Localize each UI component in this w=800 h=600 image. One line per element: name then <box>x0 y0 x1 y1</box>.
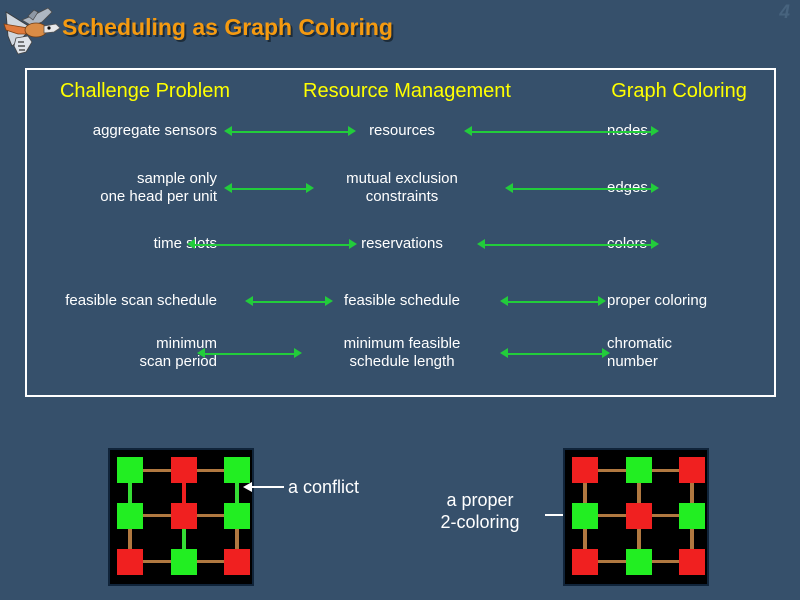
graph-edge <box>128 477 132 507</box>
double-arrow-icon <box>187 239 357 250</box>
cell-col3: proper coloring <box>607 292 708 309</box>
graph-edge-conflict <box>235 477 239 507</box>
graph-node <box>626 549 652 575</box>
column-header-challenge-problem: Challenge Problem <box>59 80 231 102</box>
graph-edge <box>592 469 634 472</box>
double-arrow-icon <box>505 183 659 194</box>
graph-edge <box>191 514 233 517</box>
graph-edge <box>646 560 688 563</box>
graph-node <box>171 457 197 483</box>
cell-col2: minimum feasible schedule length <box>343 335 461 370</box>
graph-node <box>572 503 598 529</box>
page-title: Scheduling as Graph Coloring <box>62 14 393 40</box>
cell-col3: chromatic number <box>607 335 673 370</box>
cell-col1: feasible scan schedule <box>65 292 217 309</box>
cell-col3: edges <box>607 179 648 197</box>
graph-edge <box>592 514 634 517</box>
graph-edge <box>583 522 587 554</box>
graph-node <box>679 457 705 483</box>
cell-col1: sample only one head per unit <box>100 170 217 205</box>
graph-edge <box>637 522 641 554</box>
double-arrow-icon <box>477 239 659 250</box>
cell-col2: mutual exclusion constraints <box>346 170 458 205</box>
graph-node <box>679 503 705 529</box>
double-arrow-icon <box>224 126 356 137</box>
graph-edge <box>128 522 132 554</box>
proper-coloring-graph <box>563 448 709 586</box>
graph-edge <box>182 477 186 507</box>
cell-col2: feasible schedule <box>344 292 460 309</box>
graph-edge <box>191 560 233 563</box>
graph-node <box>171 503 197 529</box>
graph-edge <box>137 560 179 563</box>
double-arrow-icon <box>500 348 610 359</box>
graph-node <box>224 503 250 529</box>
cell-col3: colors <box>607 235 647 253</box>
graph-node <box>224 457 250 483</box>
graph-node <box>572 549 598 575</box>
graph-node <box>626 457 652 483</box>
graph-edge <box>191 469 233 472</box>
graph-edge <box>583 477 587 507</box>
column-header-resource-management: Resource Management <box>303 80 511 102</box>
graph-edge <box>690 522 694 554</box>
conflict-label: a conflict <box>288 477 360 497</box>
graph-node <box>572 457 598 483</box>
cell-col1: minimum scan period <box>139 335 217 370</box>
kestrel-bird-logo <box>3 7 61 55</box>
table-row: sample only one head per unit mutual exc… <box>27 170 774 210</box>
graph-node <box>117 457 143 483</box>
graph-node <box>117 549 143 575</box>
double-arrow-icon <box>197 348 302 359</box>
graph-edge <box>646 469 688 472</box>
column-header-graph-coloring: Graph Coloring <box>611 80 747 102</box>
graph-edge <box>182 522 186 554</box>
graph-edge <box>690 477 694 507</box>
double-arrow-icon <box>500 296 606 307</box>
table-header-row: Challenge Problem Resource Management Gr… <box>27 80 774 110</box>
graph-edge <box>137 514 179 517</box>
graph-edge <box>592 560 634 563</box>
cell-col2: reservations <box>361 235 443 252</box>
slide-number: 4 <box>779 2 790 23</box>
graph-edge <box>637 477 641 507</box>
proper-coloring-label: a proper 2-coloring <box>440 490 520 532</box>
table-row: feasible scan schedule feasible schedule… <box>27 292 774 314</box>
table-row: time slots reservations colors <box>27 235 774 257</box>
table-row: minimum scan period minimum feasible sch… <box>27 335 774 375</box>
cell-col3: nodes <box>607 122 648 140</box>
graph-edge <box>646 514 688 517</box>
double-arrow-icon <box>245 296 333 307</box>
double-arrow-icon <box>464 126 659 137</box>
conflict-leader-line <box>252 486 284 488</box>
double-arrow-icon <box>224 183 314 194</box>
graph-edge <box>137 469 179 472</box>
conflict-graph <box>108 448 254 586</box>
graph-node <box>679 549 705 575</box>
cell-col1: aggregate sensors <box>92 122 217 139</box>
graph-edge <box>235 522 239 554</box>
graph-node <box>117 503 143 529</box>
conflict-arrow-head-icon <box>243 482 252 492</box>
mapping-table-panel: Challenge Problem Resource Management Gr… <box>25 68 776 397</box>
cell-col2: resources <box>369 122 435 139</box>
graph-node <box>224 549 250 575</box>
graph-node <box>171 549 197 575</box>
graph-node <box>626 503 652 529</box>
table-row: aggregate sensors resources nodes <box>27 122 774 144</box>
